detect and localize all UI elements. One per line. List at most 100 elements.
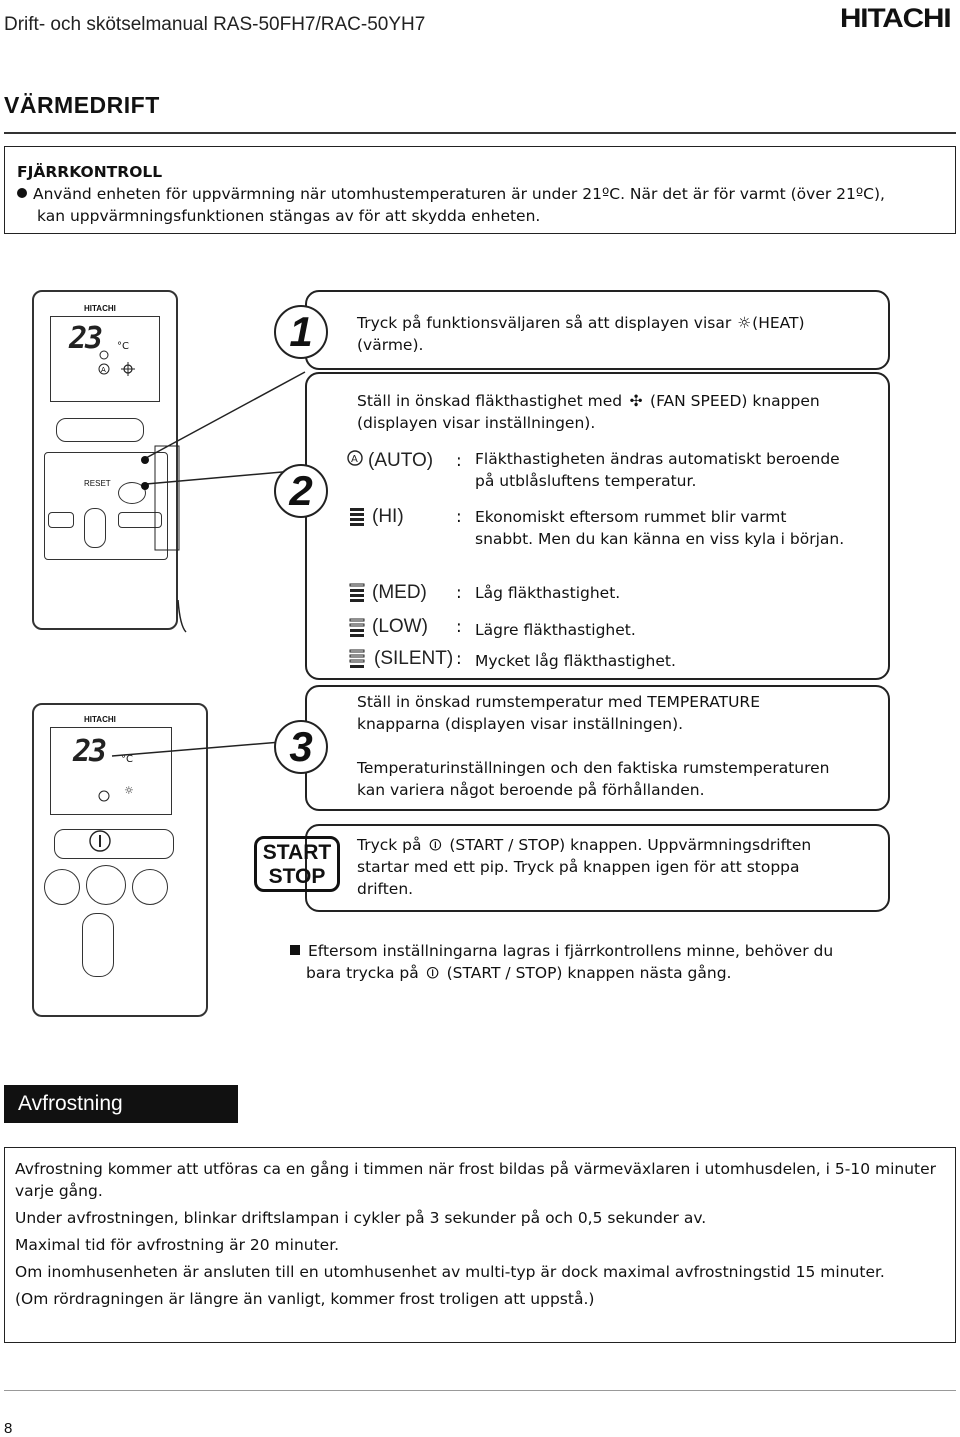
step-3-badge	[274, 720, 328, 774]
fan-med-colon: :	[456, 583, 462, 603]
remote-screen: 23 °C	[50, 316, 160, 402]
temperature-button[interactable]	[84, 508, 106, 548]
footer-divider	[4, 1390, 956, 1391]
svg-text:A: A	[351, 454, 358, 465]
display-fan-icon	[99, 350, 109, 360]
fan-med-line1: Låg fläkthastighet.	[475, 584, 621, 602]
defrost-paragraph-2: Under avfrostningen, blinkar driftslampa…	[15, 1209, 707, 1227]
defrost-box: Avfrostning kommer att utföras ca en gån…	[4, 1147, 956, 1343]
display-heat-icon	[121, 362, 135, 376]
fan-med-label: (MED)	[372, 582, 427, 603]
step-2-badge	[274, 464, 328, 518]
fan-hi-line2: snabbt. Men du kan känna en viss kyla i …	[475, 530, 845, 548]
step-3-text: Ställ in önskad rumstemperatur med TEMPE…	[357, 691, 830, 801]
fan-hi-line1: Ekonomiskt eftersom rummet blir varmt	[475, 508, 787, 526]
fan-silent-desc: Mycket låg fläkthastighet.	[475, 650, 676, 672]
start-stop-icon: ⏼	[429, 836, 442, 854]
remote-control-illustration: HITACHI 23 °C RESET	[32, 290, 178, 630]
start-stop-icon-2: ⏼	[426, 964, 439, 982]
fan-auto-icon: A	[347, 450, 363, 466]
start-stop-badge: START STOP	[254, 836, 340, 892]
display-auto-icon: A	[98, 363, 110, 375]
step-4-line1-b: (START / STOP) knappen. Uppvärmningsdrif…	[449, 836, 812, 854]
remote-2-brand: HITACHI	[84, 715, 116, 724]
step-1-badge	[274, 305, 328, 359]
step-1-text-c: (värme).	[357, 336, 424, 354]
remote-2-sleep-button[interactable]	[132, 869, 168, 905]
note-text-1: Använd enheten för uppvärmning när utomh…	[33, 185, 885, 203]
step-4-line1: Tryck på ⏼ (START / STOP) knappen. Uppvä…	[357, 834, 811, 856]
timer-button[interactable]	[48, 512, 74, 528]
temperature-unit: °C	[117, 341, 129, 352]
step-2-intro-a: Ställ in önskad fläkthastighet med	[357, 392, 623, 410]
hitachi-logo: HITACHI	[839, 3, 951, 33]
fan-speed-button[interactable]	[118, 482, 146, 504]
remote-lower-panel	[44, 452, 168, 560]
remote-2-screen: 23 °C	[50, 727, 172, 815]
fan-speed-icon: ✣	[629, 392, 643, 410]
memory-line1: Eftersom inställningarna lagras i fjärrk…	[290, 940, 833, 962]
step-1-text-b: (HEAT)	[752, 314, 805, 332]
fan-low-line1: Lägre fläkthastighet.	[475, 621, 636, 639]
step-3-line4: kan variera något beroende på förhålland…	[357, 781, 705, 799]
start-stop-button[interactable]	[56, 418, 144, 442]
fan-med-desc: Låg fläkthastighet.	[475, 582, 620, 604]
fan-silent-colon: :	[456, 649, 462, 669]
memory-line2-a: bara trycka på	[306, 964, 419, 982]
memory-line2-b: (START / STOP) knappen nästa gång.	[446, 964, 732, 982]
fan-low-colon: :	[456, 617, 462, 637]
step-1-box: Tryck på funktionsväljaren så att displa…	[305, 290, 890, 370]
fan-hi-label: (HI)	[372, 506, 404, 527]
fan-hi-colon: :	[456, 507, 462, 527]
svg-text:☼: ☼	[124, 784, 134, 797]
remote-2-temperature-button[interactable]	[82, 913, 114, 977]
defrost-title: Avfrostning	[4, 1085, 238, 1123]
defrost-paragraph-1: Avfrostning kommer att utföras ca en gån…	[15, 1160, 937, 1200]
fan-hi-desc: Ekonomiskt eftersom rummet blir varmt sn…	[475, 506, 844, 550]
defrost-paragraph-3: Maximal tid för avfrostning är 20 minute…	[15, 1236, 340, 1254]
step-1-number: 1	[289, 308, 313, 355]
step-2-intro-c: (displayen visar inställningen).	[357, 414, 596, 432]
square-bullet-icon	[290, 945, 300, 955]
fan-silent-line1: Mycket låg fläkthastighet.	[475, 652, 676, 670]
step-2-box: Ställ in önskad fläkthastighet med ✣ (FA…	[305, 372, 890, 680]
step-4-line1-a: Tryck på	[357, 836, 422, 854]
memory-note: Eftersom inställningarna lagras i fjärrk…	[290, 940, 833, 984]
fan-auto-label: (AUTO)	[368, 450, 434, 471]
remote-2-start-stop-button[interactable]	[54, 829, 174, 859]
step-2-intro: Ställ in önskad fläkthastighet med ✣ (FA…	[357, 390, 820, 434]
remote-brand: HITACHI	[84, 304, 116, 313]
fan-auto-line2: på utblåsluftens temperatur.	[475, 472, 697, 490]
note-line-1: Använd enheten för uppvärmning när utomh…	[17, 183, 945, 205]
remote-control-illustration-2: HITACHI 23 °C	[32, 703, 208, 1017]
fan-auto-desc: Fläkthastigheten ändras automatiskt bero…	[475, 448, 840, 492]
fan-silent-icon	[349, 649, 365, 668]
defrost-paragraph-5: (Om rördragningen är längre än vanligt, …	[15, 1290, 595, 1308]
heat-sun-icon: ☼	[737, 314, 752, 332]
remote-2-temperature: 23	[73, 734, 107, 769]
step-3-line3: Temperaturinställningen och den faktiska…	[357, 759, 830, 777]
remote-2-fan-button[interactable]	[86, 865, 126, 905]
step-4-line2: startar med ett pip. Tryck på knappen ig…	[357, 858, 800, 876]
step-3-box: Ställ in önskad rumstemperatur med TEMPE…	[305, 685, 890, 811]
fan-hi-icon	[350, 508, 364, 526]
note-line-2: kan uppvärmningsfunktionen stängas av fö…	[37, 207, 541, 225]
fan-low-icon	[349, 618, 365, 637]
fan-med-icon	[349, 583, 365, 602]
step-3-number: 3	[289, 723, 313, 770]
step-2-intro-b: (FAN SPEED) knappen	[650, 392, 820, 410]
fan-auto-colon: :	[456, 451, 462, 471]
document-title: Drift- och skötselmanual RAS-50FH7/RAC-5…	[4, 14, 426, 35]
bullet-icon	[17, 188, 27, 198]
remote-2-unit: °C	[121, 754, 133, 765]
remote-2-mode-button[interactable]	[44, 869, 80, 905]
stop-badge-text: STOP	[268, 865, 326, 888]
fan-silent-label: (SILENT)	[374, 648, 454, 669]
section-title: VÄRMEDRIFT	[4, 92, 160, 118]
memory-line2: bara trycka på ⏼ (START / STOP) knappen …	[290, 962, 833, 984]
sleep-button[interactable]	[118, 512, 162, 528]
start-badge-text: START	[262, 841, 332, 864]
